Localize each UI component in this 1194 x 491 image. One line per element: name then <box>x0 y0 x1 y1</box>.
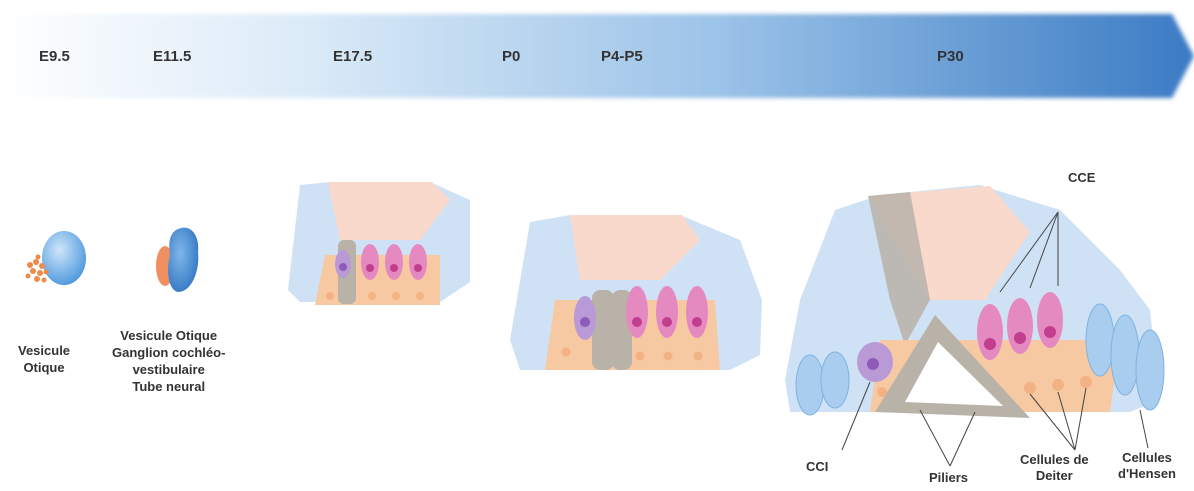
caption-line: Vesicule <box>18 342 70 359</box>
organ-of-corti-p4-p5 <box>510 215 762 370</box>
organ-of-corti-p30 <box>785 185 1164 466</box>
otic-vesicle-e9-5 <box>26 231 87 285</box>
label-line: Cellules de <box>1020 452 1089 468</box>
caption-e11-5: Vesicule Otique Ganglion cochléo- vestib… <box>112 327 225 395</box>
label-line: Deiter <box>1020 468 1089 484</box>
label-cci: CCI <box>806 459 828 475</box>
label-piliers: Piliers <box>929 470 968 486</box>
caption-e9-5: Vesicule Otique <box>18 342 70 376</box>
label-line: Cellules <box>1118 450 1176 466</box>
organ-of-corti-e17-5 <box>288 182 470 305</box>
caption-line: Ganglion cochléo- <box>112 344 225 361</box>
caption-line: vestibulaire <box>112 361 225 378</box>
label-cellules-de-deiter: Cellules de Deiter <box>1020 452 1089 484</box>
caption-line: Tube neural <box>112 378 225 395</box>
caption-line: Vesicule Otique <box>112 327 225 344</box>
caption-line: Otique <box>18 359 70 376</box>
label-cellules-d-hensen: Cellules d'Hensen <box>1118 450 1176 482</box>
label-cce: CCE <box>1068 170 1095 186</box>
otic-vesicle-ganglion-e11-5 <box>156 228 198 292</box>
label-line: d'Hensen <box>1118 466 1176 482</box>
